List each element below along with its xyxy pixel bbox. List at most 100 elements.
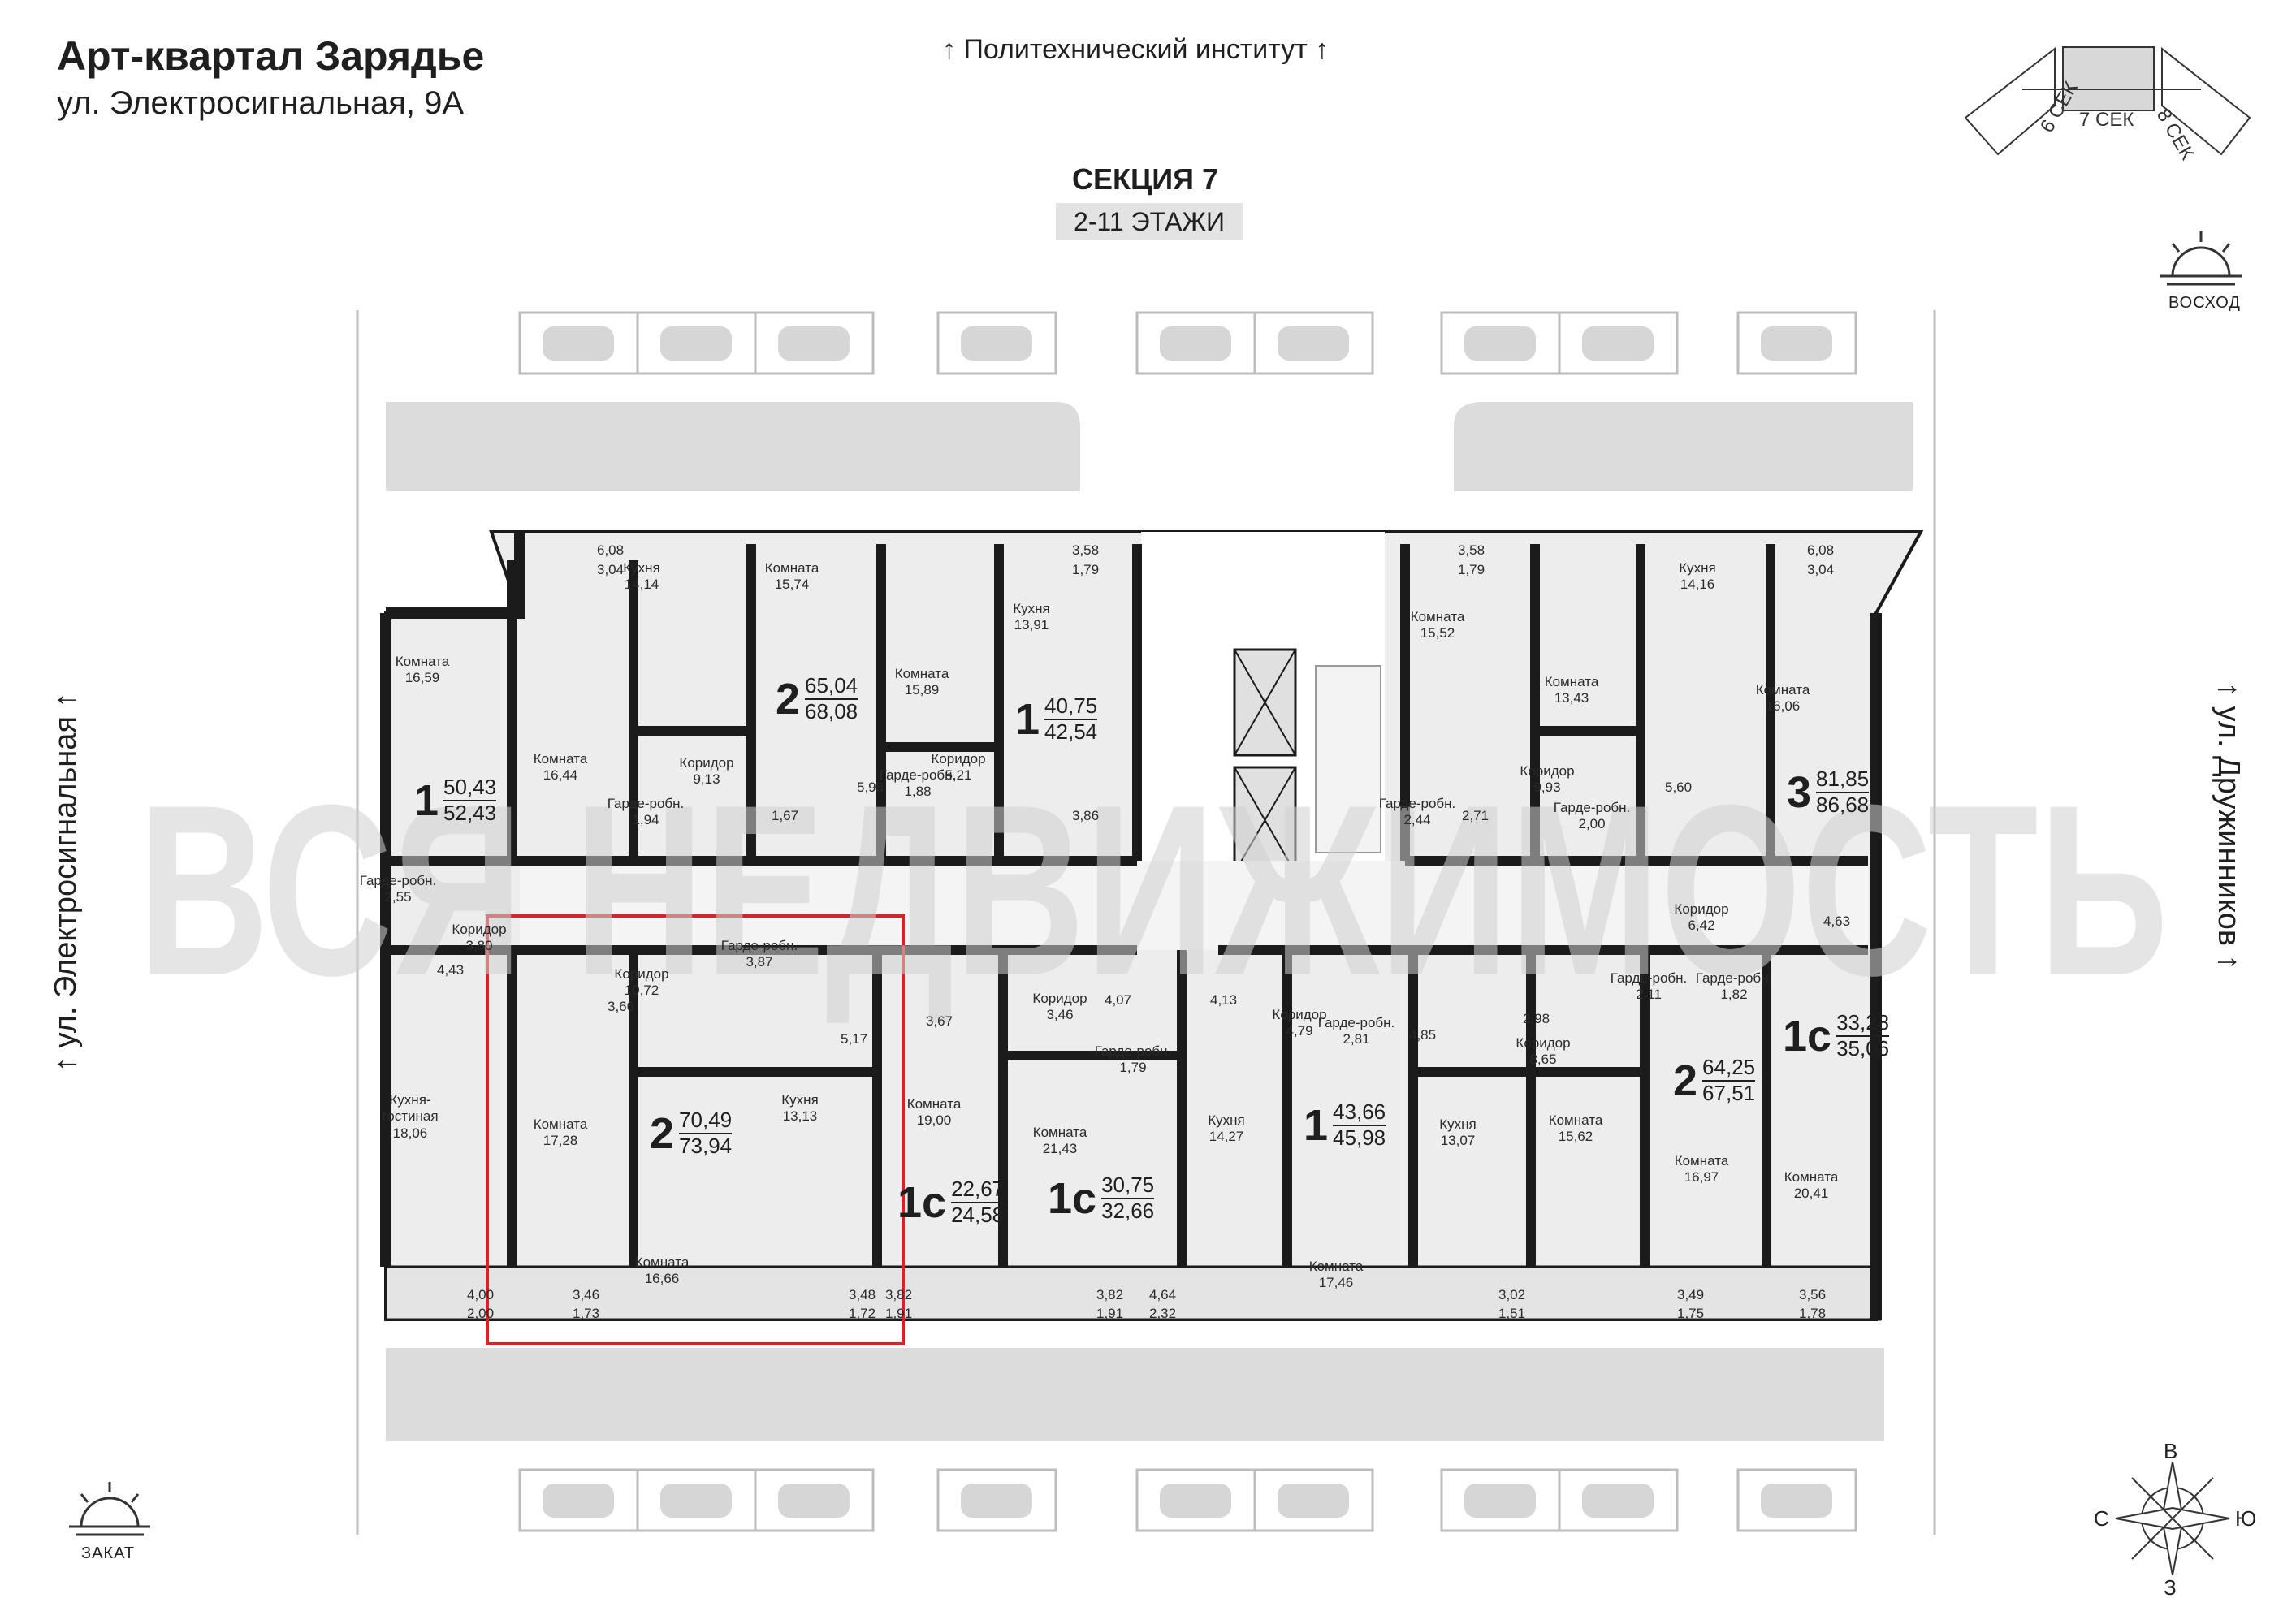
apartment-area-total: 42,54 [1044, 719, 1098, 744]
apartment-rooms: 2 [776, 674, 801, 723]
road-bottom [386, 1348, 1884, 1441]
room-area: 1,79 [1119, 1060, 1147, 1076]
room-area: 1,82 [1720, 987, 1748, 1003]
parking-top-cars [543, 326, 1832, 361]
room-name: Кухня [1208, 1112, 1245, 1128]
room-name: Кухня [1013, 601, 1050, 616]
room-area: 13,13 [782, 1108, 818, 1125]
small-area-label: 3,82 [1096, 1287, 1124, 1302]
room-area: 13,43 [1554, 690, 1589, 706]
small-area-label: 1,67 [772, 808, 799, 823]
room-area: 2,81 [1343, 1031, 1370, 1047]
room-name: Комната [906, 1096, 962, 1112]
room-area: 2,55 [384, 889, 412, 905]
sunrise-label: ВОСХОД [2168, 294, 2241, 312]
room-area: 1,94 [632, 812, 659, 828]
room-name: Кухня [781, 1092, 819, 1108]
room-name: Коридор [931, 751, 986, 767]
small-area-label: 2,98 [1523, 1011, 1550, 1026]
room-name: Гарде-робн. [720, 938, 798, 953]
small-area-label: 2,00 [467, 1306, 495, 1321]
room-area: 3,46 [1046, 1007, 1074, 1023]
room-area: 19,00 [916, 1112, 952, 1129]
room-label: Гарде-робн.2,11 [1610, 970, 1688, 1004]
room-area: 4,79 [1286, 1023, 1313, 1039]
small-area-label: 5,98 [857, 780, 884, 795]
room-name: Комната [533, 1116, 588, 1132]
walls-lower [390, 945, 1868, 1267]
room-area: 9,93 [1533, 780, 1561, 796]
apartment-area-living: 43,66 [1333, 1099, 1386, 1126]
address: ул. Электросигнальная, 9А [57, 85, 465, 121]
room-name: Комната [1410, 609, 1465, 624]
room-name: Комната [1032, 1125, 1087, 1140]
apartment-area-living: 30,75 [1101, 1173, 1155, 1199]
compass-east: Ю [2235, 1506, 2257, 1531]
small-area-label: 4,85 [1409, 1027, 1437, 1043]
small-area-label: 1,79 [1072, 562, 1100, 577]
room-area: 14,16 [1680, 577, 1715, 593]
room-name: Комната [764, 560, 819, 576]
room-name: Гарде-робн. [1094, 1043, 1172, 1059]
small-area-label: 3,67 [926, 1013, 953, 1029]
small-area-label: 3,04 [1807, 562, 1835, 577]
apartment-rooms: 1с [897, 1177, 947, 1227]
small-area-label: 1,91 [1096, 1306, 1124, 1321]
room-area: 15,52 [1420, 625, 1455, 641]
room-name: Гарде-робн. [1610, 970, 1688, 986]
room-area: 16,59 [404, 670, 440, 686]
room-area: 16,44 [543, 767, 578, 784]
sunset-label: ЗАКАТ [81, 1544, 136, 1562]
room-area: 13,91 [1014, 617, 1049, 633]
room-area: 15,74 [774, 577, 810, 593]
small-area-label: 3,04 [597, 562, 625, 577]
room-area: 1,88 [904, 784, 932, 800]
small-area-label: 3,58 [1458, 542, 1485, 558]
room-area: 2,44 [1403, 812, 1431, 828]
watermark: ВСЯ НЕДВИЖИМОСТЬ [138, 754, 2168, 1026]
apartment-rooms: 1 [1304, 1100, 1329, 1150]
room-name: Гарде-робн. [1317, 1015, 1395, 1030]
room-label: Гарде-робн.1,79 [1094, 1043, 1172, 1077]
apartment-area-living: 33,28 [1836, 1010, 1890, 1037]
room-name: Комната [1548, 1112, 1603, 1128]
room-name: Кухня [1679, 560, 1716, 576]
room-area: 3,87 [746, 954, 773, 970]
floors-badge: 2-11 ЭТАЖИ [1056, 203, 1243, 240]
apartment-area-living: 81,85 [1816, 767, 1870, 793]
apartment-area-total: 73,94 [679, 1133, 733, 1158]
sunset-icon [69, 1482, 150, 1536]
compass-south: З [2164, 1575, 2177, 1600]
room-area: 10,72 [624, 983, 659, 999]
small-area-label: 4,07 [1105, 992, 1132, 1008]
small-area-label: 1,91 [885, 1306, 913, 1321]
room-name: Коридор [1674, 901, 1729, 917]
key-plan [1964, 46, 2251, 156]
room-area: 21,43 [1042, 1141, 1078, 1157]
room-area: 14,27 [1209, 1129, 1244, 1145]
room-name: Коридор [452, 922, 507, 937]
apartment-rooms: 1с [1048, 1173, 1097, 1223]
room-name: Коридор [1516, 1035, 1571, 1051]
room-label: Гарде-робн.2,44 [1378, 796, 1456, 829]
small-area-label: 1,51 [1498, 1306, 1526, 1321]
